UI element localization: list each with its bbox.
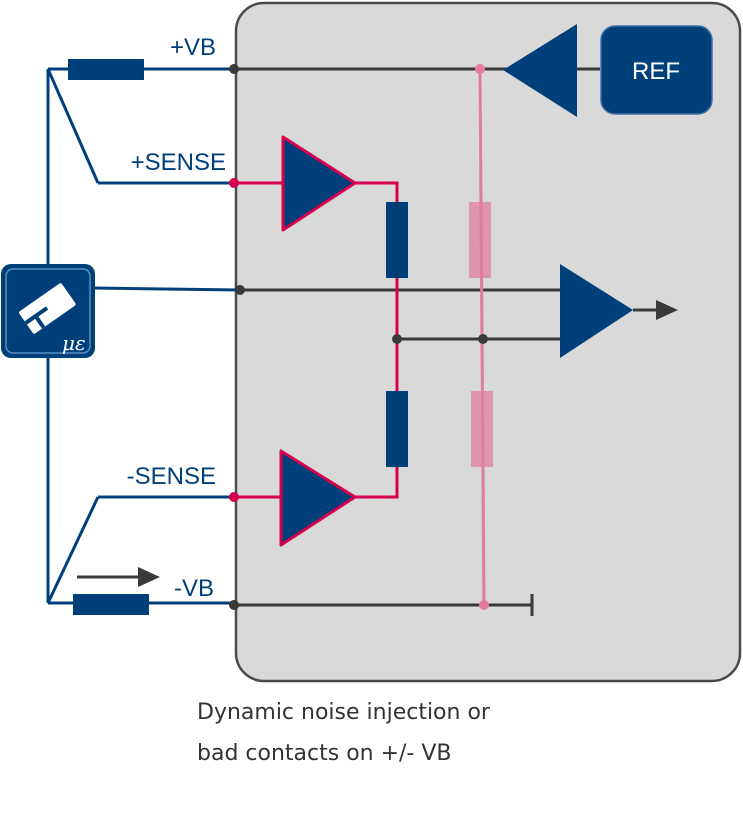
- bridge-resistor-lower: [386, 391, 408, 467]
- sensor-symbol-label: με: [62, 331, 86, 355]
- noise-resistor-lower: [471, 391, 493, 467]
- cable-resistor-minus-vb: [73, 594, 149, 615]
- amplifier-panel: [234, 1, 742, 683]
- strain-gauge-sensor-icon: με: [1, 264, 95, 358]
- output-arrow-icon: [656, 300, 678, 320]
- caption-line-2: bad contacts on +/- VB: [197, 741, 452, 766]
- plus-sense-buffer-amplifier: [281, 135, 357, 232]
- caption-line-1: Dynamic noise injection or: [197, 700, 490, 725]
- current-arrow-icon: [77, 567, 160, 587]
- bridge-resistor-upper: [386, 202, 408, 278]
- minus-sense-label: -SENSE: [127, 463, 216, 490]
- plus-vb-label: +VB: [170, 34, 216, 61]
- minus-sense-buffer-amplifier: [279, 449, 357, 547]
- minus-vb-label: -VB: [174, 575, 214, 602]
- reference-block: [600, 25, 713, 115]
- junction-dots: [229, 64, 489, 610]
- reference-buffer-amplifier: [503, 24, 577, 117]
- plus-sense-label: +SENSE: [131, 149, 226, 176]
- cable-resistor-plus-vb: [68, 59, 144, 80]
- ref-label: REF: [632, 58, 680, 85]
- measurement-amplifier: [560, 264, 633, 358]
- noise-resistor-upper: [469, 202, 491, 278]
